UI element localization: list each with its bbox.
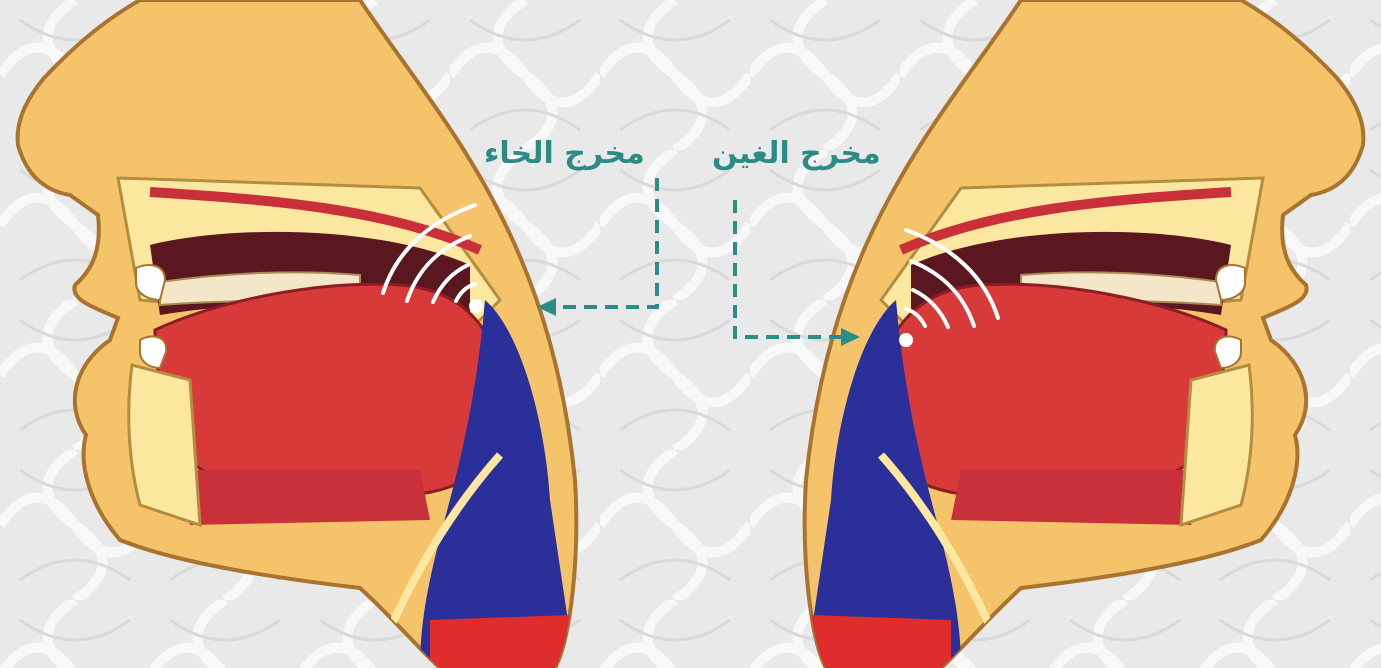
larynx-band-left — [430, 615, 570, 668]
jaw-muscle-right — [951, 470, 1201, 525]
jaw-muscle-left — [180, 470, 430, 525]
label-kha-articulation: مخرج الخاء — [484, 132, 645, 176]
label-ghain-articulation: مخرج الغين — [712, 132, 881, 176]
tongue-left — [155, 284, 505, 495]
articulation-point-icon — [899, 333, 913, 347]
chin-bone-left — [129, 365, 200, 525]
tongue-right — [876, 284, 1226, 495]
chin-bone-right — [1181, 365, 1252, 525]
articulation-point-icon — [469, 299, 483, 313]
larynx-band-right — [811, 615, 951, 668]
